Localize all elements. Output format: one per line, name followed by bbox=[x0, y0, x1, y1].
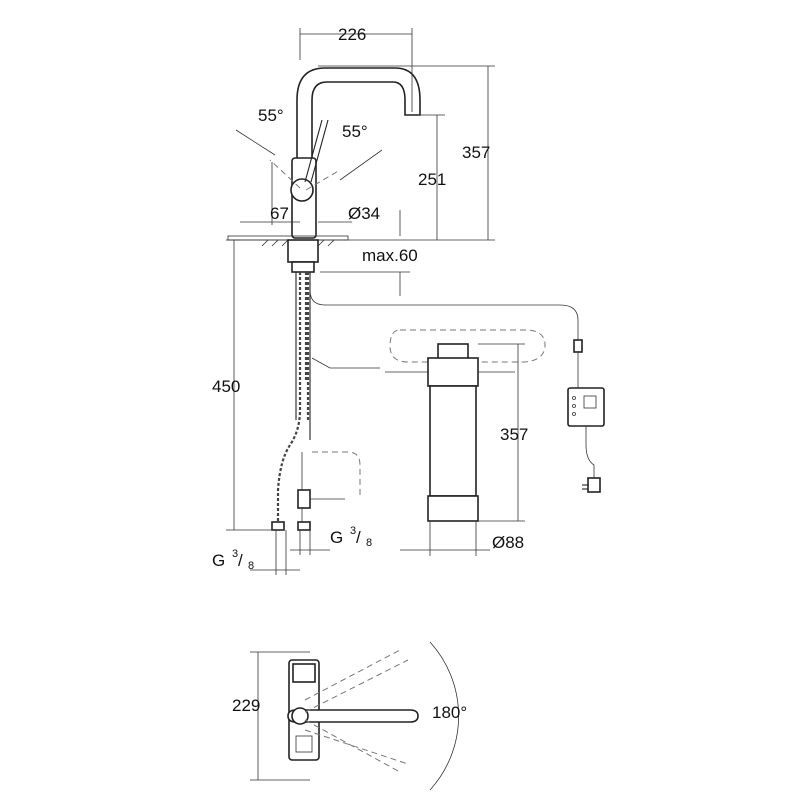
faucet-top-view bbox=[287, 641, 459, 791]
dim-top-view-projection: 229 bbox=[232, 696, 260, 715]
dim-swivel-angle: 180° bbox=[432, 703, 467, 722]
dim-lever-offset: 67 bbox=[270, 204, 289, 223]
dim-filter-height: 357 bbox=[500, 425, 528, 444]
dim-hose-length: 450 bbox=[212, 377, 240, 396]
dim-max-deck-thickness: max.60 bbox=[362, 246, 418, 265]
dimension-lines bbox=[226, 28, 525, 781]
thread-left-main: G bbox=[212, 551, 225, 570]
thread-right-den: 8 bbox=[366, 537, 372, 549]
dim-filter-diameter: Ø88 bbox=[492, 533, 524, 552]
control-box-and-plug bbox=[567, 339, 605, 493]
thread-right-main: G bbox=[330, 528, 343, 547]
dim-total-height: 357 bbox=[462, 143, 490, 162]
thread-left-num: 3 bbox=[232, 548, 238, 560]
svg-text:/: / bbox=[356, 528, 361, 547]
dim-lever-angle-left: 55° bbox=[258, 106, 284, 125]
dim-spout-outlet-height: 251 bbox=[418, 170, 446, 189]
faucet-side-view bbox=[227, 67, 579, 531]
dim-spout-reach: 226 bbox=[338, 25, 366, 44]
thread-right-num: 3 bbox=[350, 525, 356, 537]
dim-thread-right: G 3 / 8 bbox=[330, 525, 372, 549]
dim-thread-left: G 3 / 8 bbox=[212, 548, 254, 572]
dim-base-diameter: Ø34 bbox=[348, 204, 380, 223]
svg-text:/: / bbox=[238, 551, 243, 570]
dim-lever-angle-right: 55° bbox=[342, 122, 368, 141]
thread-left-den: 8 bbox=[248, 560, 254, 572]
filter-unit bbox=[385, 329, 546, 522]
